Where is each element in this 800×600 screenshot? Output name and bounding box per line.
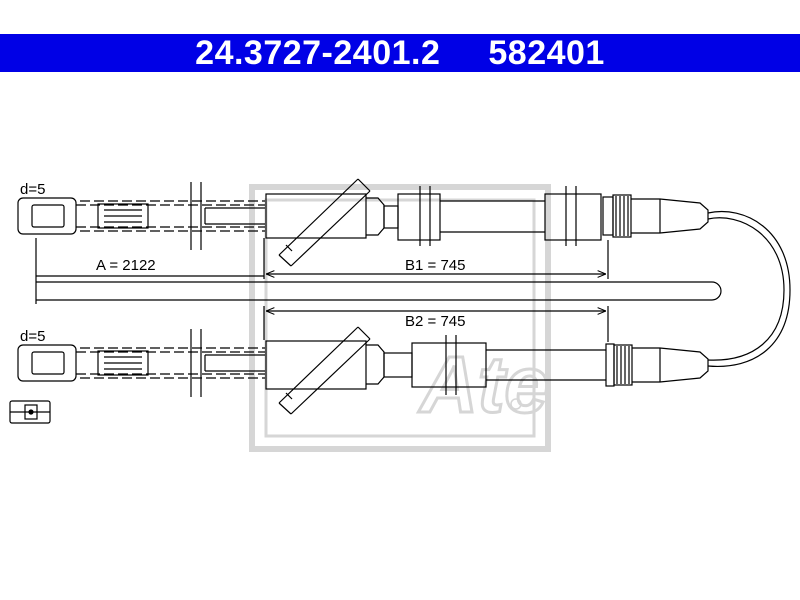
dimension-a-label: A = 2122 [96,257,156,274]
ate-logo-watermark: Ate [249,184,551,452]
title-bar: 24.3727-2401.2 582401 [0,34,800,72]
a-dimension-bar [36,281,722,301]
top-cable-assembly [17,178,709,267]
bottom-diameter-label: d=5 [20,328,45,345]
cross-section-icon [9,400,51,424]
reference-number: 582401 [488,34,605,72]
connecting-cable-loop [707,211,791,368]
dimension-b1-label: B1 = 745 [405,257,465,274]
top-diameter-label: d=5 [20,181,45,198]
dimension-lines [35,238,609,342]
bottom-cable-assembly [17,326,709,415]
svg-text:Ate: Ate [418,340,549,429]
part-number: 24.3727-2401.2 [195,34,441,72]
dimension-b2-label: B2 = 745 [405,313,465,330]
